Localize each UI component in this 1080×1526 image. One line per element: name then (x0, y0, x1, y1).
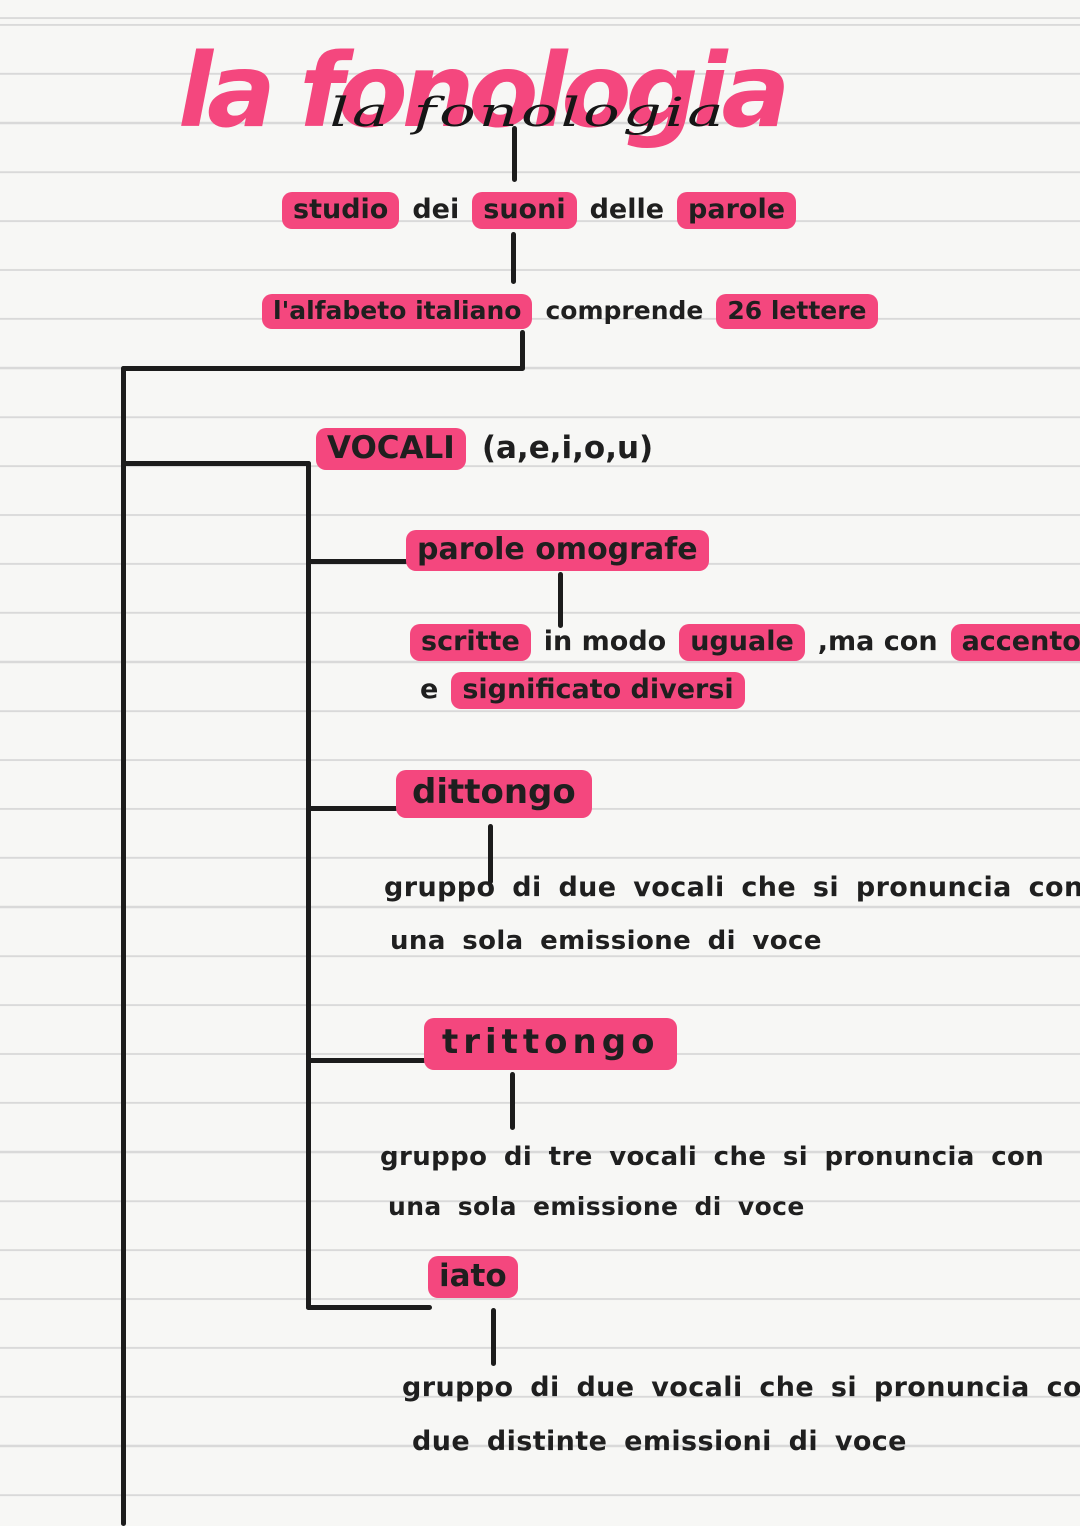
vocali-letters: (a,e,i,o,u) (481, 430, 654, 466)
connector-title-to-definition (512, 126, 517, 182)
connector-iato-to-description (491, 1308, 496, 1366)
highlighted-word: 26 lettere (716, 294, 878, 329)
page-title-script-overlay: la fonologia (329, 90, 727, 136)
plain-word: e (420, 674, 439, 705)
plain-word: dei (412, 194, 460, 225)
connector-trittongo-to-description (510, 1072, 515, 1130)
connector-omografe-to-description (558, 572, 563, 628)
parole-omografe-description-line1: scritte in modo uguale ,ma con accento (410, 624, 1080, 661)
highlighted-word: parole (677, 192, 797, 229)
page-title-marker-text: la fonologia (178, 32, 790, 151)
iato-label: iato (428, 1256, 518, 1298)
highlighted-word: studio (282, 192, 400, 229)
plain-word: delle (589, 194, 665, 225)
trittongo-description-line2: una sola emissione di voce (388, 1192, 805, 1221)
alphabet-row: l'alfabeto italiano comprende 26 lettere (262, 294, 878, 329)
branch-to-iato (306, 1305, 432, 1310)
connector-definition-to-alphabet (511, 232, 516, 284)
parole-omografe-description-line2: e significato diversi (420, 672, 745, 709)
highlighted-word: accento (950, 624, 1080, 661)
page-title: la fonologia la fonologia (178, 28, 878, 178)
trittongo-description-line1: gruppo di tre vocali che si pronuncia co… (380, 1142, 1045, 1172)
branch-to-vocali (121, 461, 311, 466)
dittongo-label: dittongo (396, 770, 592, 818)
vocali-label: VOCALI (316, 428, 466, 470)
connector-dittongo-to-description (488, 824, 493, 884)
tree-main-spine (121, 366, 126, 1526)
trittongo-label: trittongo (424, 1018, 678, 1070)
tree-top-horizontal-line (121, 366, 525, 371)
highlighted-word: l'alfabeto italiano (262, 294, 533, 329)
plain-word: comprende (545, 296, 704, 325)
connector-alphabet-to-tree (520, 330, 525, 370)
iato-description-line1: gruppo di due vocali che si pronuncia co… (402, 1372, 1080, 1403)
plain-word: in modo (543, 626, 667, 657)
highlighted-word: uguale (679, 624, 805, 661)
branch-to-parole-omografe (306, 559, 408, 564)
highlighted-word: scritte (410, 624, 531, 661)
branch-to-trittongo (306, 1058, 426, 1063)
highlighted-word: suoni (472, 192, 577, 229)
plain-word: ,ma con (817, 626, 938, 657)
vocali-subtree-spine (306, 461, 311, 1310)
iato-description-line2: due distinte emissioni di voce (412, 1426, 907, 1457)
highlighted-word: significato diversi (451, 672, 745, 709)
parole-omografe-label: parole omografe (406, 530, 709, 571)
dittongo-description-line2: una sola emissione di voce (390, 926, 822, 956)
definition-row: studio dei suoni delle parole (282, 192, 797, 229)
branch-to-dittongo (306, 806, 398, 811)
vocali-node: VOCALI (a,e,i,o,u) (316, 428, 653, 470)
dittongo-description-line1: gruppo di due vocali che si pronuncia co… (384, 872, 1080, 903)
